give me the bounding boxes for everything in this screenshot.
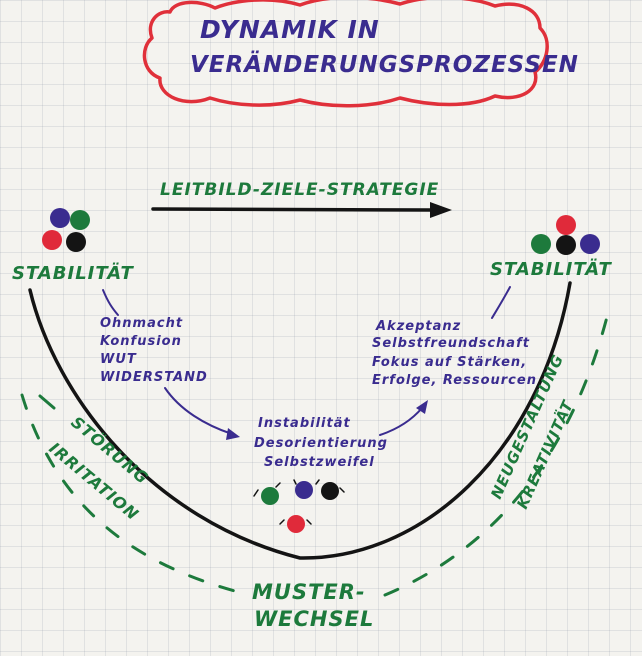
- right-phase-line-4: Erfolge, Ressourcen: [372, 373, 537, 388]
- left-phase-line-4: WIDERSTAND: [100, 370, 208, 385]
- right-connector: [491, 286, 511, 319]
- right-up-arrow: [379, 407, 423, 436]
- title-line-2: VERÄNDERUNGSPROZESSEN: [190, 50, 579, 78]
- title-line-1: DYNAMIK IN: [200, 15, 380, 44]
- left-connector: [102, 289, 119, 316]
- left-phase-line-3: WUT: [100, 352, 137, 367]
- ball-purple: [580, 234, 600, 254]
- left-phase-line-1: Ohnmacht: [100, 316, 183, 331]
- ball-black: [321, 482, 339, 500]
- ball-black: [556, 235, 576, 255]
- right-stability-label: STABILITÄT: [490, 258, 612, 280]
- left-balls: [42, 208, 90, 252]
- left-stability-label: STABILITÄT: [12, 262, 134, 284]
- bottom-phase-line-3: Selbstzweifel: [264, 455, 375, 470]
- left-dashed-label-2: IRRITATION: [45, 439, 142, 525]
- right-phase-line-1: Akzeptanz: [375, 319, 461, 334]
- ball-red: [556, 215, 576, 235]
- ball-green: [531, 234, 551, 254]
- dashed-curve-tick: [38, 394, 56, 410]
- ball-green: [261, 487, 279, 505]
- left-down-arrow: [164, 387, 233, 435]
- ball-green: [70, 210, 90, 230]
- right-phase-line-3: Fokus auf Stärken,: [372, 355, 527, 370]
- right-balls: [531, 215, 600, 255]
- ball-purple: [50, 208, 70, 228]
- title-cloud: [142, 0, 549, 108]
- motion-marks: [253, 479, 345, 525]
- bottom-phase-line-1: Instabilität: [258, 416, 351, 431]
- scattered-balls: [253, 479, 345, 533]
- left-down-arrowhead: [226, 428, 240, 440]
- ball-red: [42, 230, 62, 250]
- bottom-label-line-2: WECHSEL: [254, 607, 374, 631]
- left-phase-line-2: Konfusion: [100, 334, 182, 349]
- bottom-phase-line-2: Desorientierung: [254, 436, 388, 451]
- right-up-arrowhead: [416, 400, 428, 414]
- right-phase-line-2: Selbstfreundschaft: [372, 336, 530, 351]
- change-curve: [28, 281, 572, 560]
- ball-purple: [295, 481, 313, 499]
- ball-red: [287, 515, 305, 533]
- bottom-label-line-1: MUSTER-: [252, 580, 366, 604]
- strategy-arrow: [151, 207, 434, 212]
- ball-black: [66, 232, 86, 252]
- strategy-label: LEITBILD-ZIELE-STRATEGIE: [160, 180, 439, 200]
- dashed-curve: [20, 303, 612, 597]
- strategy-arrowhead: [430, 202, 452, 218]
